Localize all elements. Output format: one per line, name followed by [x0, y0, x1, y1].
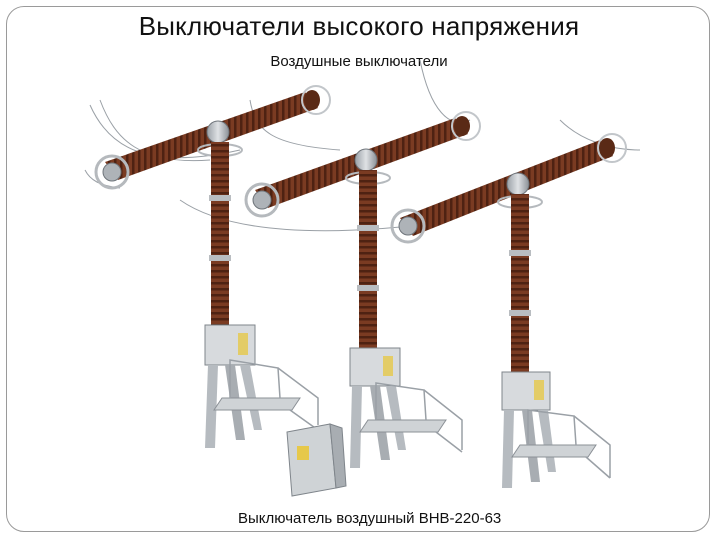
breaker-pole-2 — [244, 111, 481, 468]
grading-ring — [597, 133, 627, 163]
cabinet-window — [297, 446, 309, 460]
control-cabinet-standalone — [286, 423, 347, 497]
service-platform — [359, 419, 447, 433]
grading-ring — [301, 85, 331, 115]
slide-caption: Выключатель воздушный ВНВ-220-63 — [238, 510, 502, 527]
pole-head — [506, 172, 530, 196]
grading-ring — [390, 208, 426, 244]
support-insulator — [511, 194, 529, 374]
pole-head — [206, 120, 230, 144]
support-insulator — [211, 142, 229, 327]
breaker-pole-1 — [94, 85, 331, 448]
grading-ring — [451, 111, 481, 141]
breaker-pole-3 — [390, 133, 627, 488]
insulator-end-cap — [304, 90, 320, 110]
support-insulator — [359, 170, 377, 350]
grading-ring — [244, 182, 280, 218]
service-platform — [511, 444, 597, 458]
slide-subtitle: Воздушные выключатели — [270, 53, 448, 70]
service-platform — [213, 397, 301, 411]
grading-ring — [94, 154, 130, 190]
pole-head — [354, 148, 378, 172]
interrupter-insulator — [400, 140, 613, 236]
slide-title: Выключатели высокого напряжения — [138, 11, 580, 41]
